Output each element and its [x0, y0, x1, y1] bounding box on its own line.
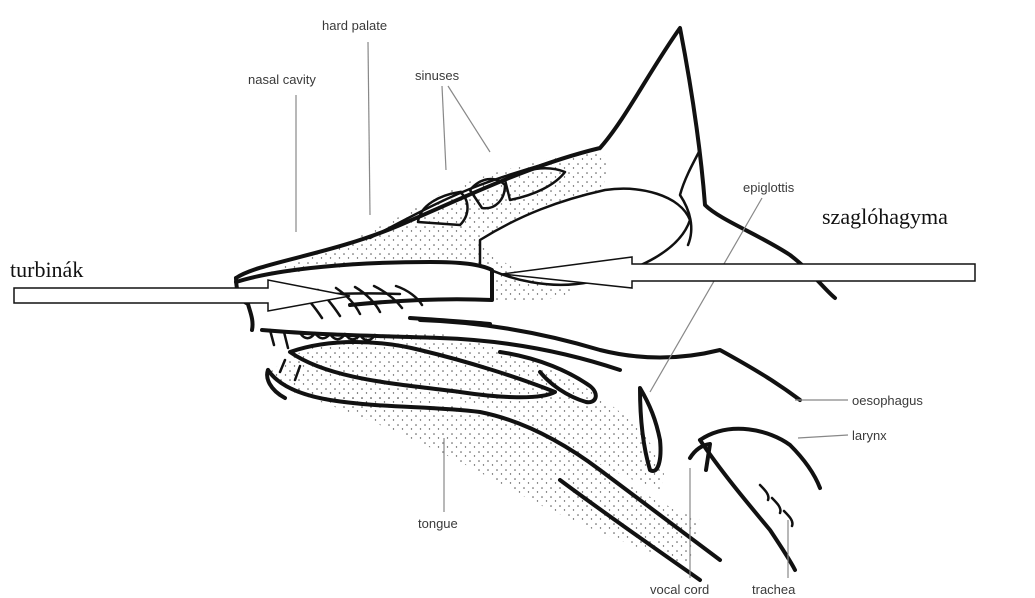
vocal-cord-label: vocal cord	[650, 582, 709, 597]
olfactory-bulb-annotation: szaglóhagyma	[822, 204, 948, 229]
sinuses-leader-2	[448, 86, 490, 152]
turbinates-annotation: turbinák	[10, 257, 83, 282]
trachea-label: trachea	[752, 582, 796, 597]
turbinates-arrow	[14, 280, 350, 311]
sinuses-leader-1	[442, 86, 446, 170]
snout-tip	[236, 278, 253, 330]
hard-palate-label: hard palate	[322, 18, 387, 33]
hard-palate-leader	[368, 42, 370, 215]
turbinate-4	[355, 287, 380, 312]
head-drawing	[236, 28, 835, 580]
oesophagus-label: oesophagus	[852, 393, 923, 408]
turbinate-5	[374, 286, 402, 308]
tongue-label: tongue	[418, 516, 458, 531]
ear-inner	[680, 150, 700, 245]
labels: hard palate nasal cavity sinuses epiglot…	[10, 18, 948, 597]
turbinate-3	[336, 288, 360, 314]
larynx-leader	[798, 435, 848, 438]
sinuses-label: sinuses	[415, 68, 460, 83]
nasal-cavity-label: nasal cavity	[248, 72, 316, 87]
larynx-label: larynx	[852, 428, 887, 443]
epiglottis-label: epiglottis	[743, 180, 795, 195]
trachea-rings	[760, 485, 792, 526]
trachea-upper	[700, 440, 795, 570]
